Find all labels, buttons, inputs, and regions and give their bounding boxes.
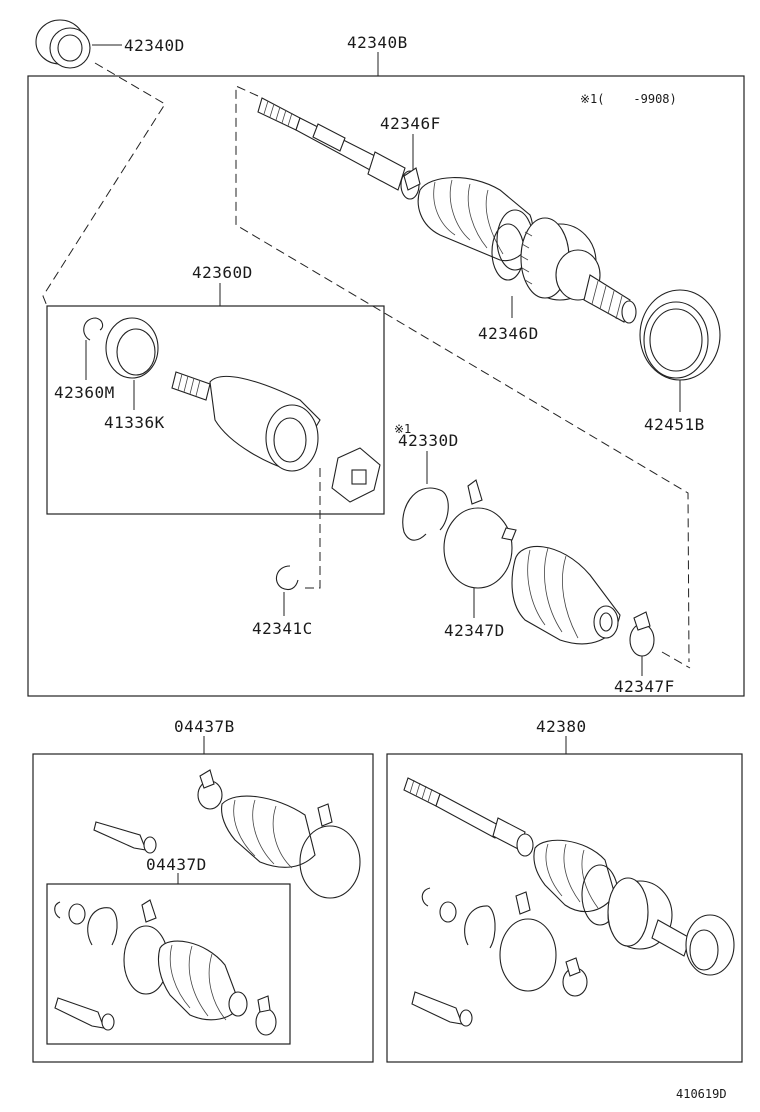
boot-kit-04437B (93, 769, 361, 899)
label-41336K: 41336K (104, 413, 165, 432)
frame-42340B (27, 75, 745, 697)
label-42346D: 42346D (478, 324, 539, 343)
dashed-guide-boot-seal (42, 62, 166, 307)
snap-ring-42330D (402, 487, 449, 541)
inner-boot (511, 545, 621, 645)
label-42360D: 42360D (192, 263, 253, 282)
dashed-guide-snap (305, 468, 321, 589)
label-42347D: 42347D (444, 621, 505, 640)
dashed-guide-shaft (235, 85, 690, 663)
boot-kit-04437D (54, 899, 277, 1036)
clamp-42347F (629, 611, 655, 657)
label-note-mark: ※1 (394, 422, 411, 436)
label-42360M: 42360M (54, 383, 115, 402)
frame-42380 (386, 753, 743, 1063)
label-42340B: 42340B (347, 33, 408, 52)
shaft-assembly-42380 (403, 777, 735, 1027)
dashed-guide-clamp (661, 651, 691, 669)
frame-04437D (46, 883, 291, 1045)
label-04437D: 04437D (146, 855, 207, 874)
clip-42346F (403, 167, 421, 191)
frame-42360D (46, 305, 385, 515)
snap-ring-42341C (275, 565, 299, 591)
label-42451B: 42451B (644, 415, 705, 434)
label-42380: 42380 (536, 717, 587, 736)
label-42341C: 42341C (252, 619, 313, 638)
label-04437B: 04437B (174, 717, 235, 736)
label-42340D: 42340D (124, 36, 185, 55)
label-42330D: 42330D (398, 431, 459, 450)
band-42347D (443, 479, 517, 589)
label-diagram-id: 410619D (676, 1087, 727, 1101)
boot-seal-42340D (35, 19, 91, 69)
outboard-shaft-assembly (257, 97, 637, 324)
label-note-range: ※1( -9908) (580, 92, 677, 106)
inboard-joint-42360D (83, 317, 381, 503)
label-42347F: 42347F (614, 677, 675, 696)
label-42346F: 42346F (380, 114, 441, 133)
abs-ring-42451B (639, 289, 721, 381)
frame-04437B (32, 753, 374, 1063)
